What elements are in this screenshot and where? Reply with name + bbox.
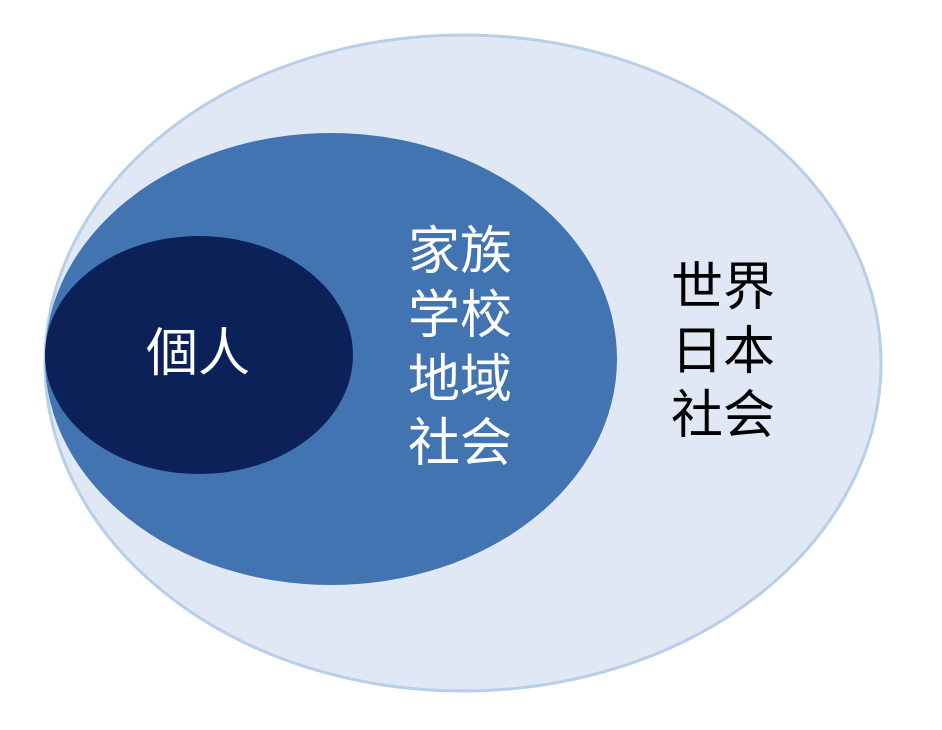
outer-line: 社会 — [670, 386, 775, 446]
individual-text: 個人 — [145, 324, 250, 384]
outer-line: 日本 — [670, 322, 775, 382]
middle-line: 学校 — [407, 286, 512, 346]
middle-label: 家族 学校 地域 社会 — [400, 220, 520, 476]
middle-line: 地域 — [407, 350, 512, 410]
outer-label: 世界 日本 社会 — [663, 256, 783, 448]
middle-line: 家族 — [407, 222, 512, 282]
outer-line: 世界 — [670, 258, 775, 318]
inner-ellipse-individual — [45, 236, 353, 474]
inner-label: 個人 — [120, 322, 276, 386]
middle-line: 社会 — [407, 414, 512, 474]
